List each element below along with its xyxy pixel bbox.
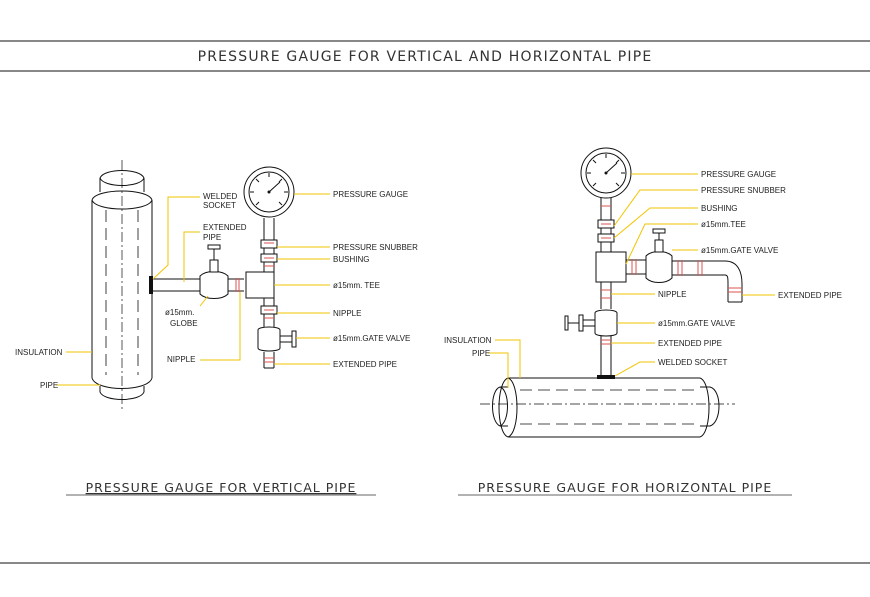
horizontal-insulation <box>498 377 710 438</box>
label-extended-pipe: EXTENDED PIPE <box>333 360 397 369</box>
horizontal-pressure-gauge <box>580 147 632 199</box>
h-label-extended-pipe: EXTENDED PIPE <box>658 339 722 348</box>
vertical-tee <box>245 271 275 299</box>
h-label-pipe: PIPE <box>472 349 490 358</box>
h-label-extended-pipe-right: EXTENDED PIPE <box>778 291 842 300</box>
horizontal-pipe-detail: PRESSURE GAUGE PRESSURE SNUBBER BUSHING … <box>444 147 842 496</box>
horizontal-lower-stem <box>600 335 612 375</box>
horizontal-tee <box>595 251 627 283</box>
horizontal-branch <box>626 228 743 303</box>
horizontal-inner-pipe <box>492 386 720 427</box>
vertical-pressure-gauge <box>243 166 295 218</box>
h-label-insulation: INSULATION <box>444 336 492 345</box>
label-pressure-snubber: PRESSURE SNUBBER <box>333 243 418 252</box>
horizontal-welded-socket <box>597 375 615 379</box>
label-extended-pipe-line2: PIPE <box>203 233 221 242</box>
h-label-pressure-gauge: PRESSURE GAUGE <box>701 170 776 179</box>
label-globe-line1: ø15mm. <box>165 308 194 317</box>
label-pipe: PIPE <box>40 381 58 390</box>
label-pressure-gauge: PRESSURE GAUGE <box>333 190 408 199</box>
horizontal-leaders <box>488 173 775 388</box>
vertical-lower-assembly <box>257 298 297 369</box>
horizontal-caption: PRESSURE GAUGE FOR HORIZONTAL PIPE <box>478 480 773 495</box>
vertical-caption: PRESSURE GAUGE FOR VERTICAL PIPE <box>86 480 357 495</box>
h-label-bushing: BUSHING <box>701 204 737 213</box>
label-globe-line2: GLOBE <box>170 319 198 328</box>
h-label-gate-valve-top: ø15mm.GATE VALVE <box>701 246 778 255</box>
label-nipple-left: NIPPLE <box>167 355 195 364</box>
h-label-welded-socket: WELDED SOCKET <box>658 358 727 367</box>
vertical-leaders-right <box>274 193 330 365</box>
horizontal-lower-gate-valve <box>564 309 618 337</box>
vertical-pipe-detail: WELDED SOCKET EXTENDED PIPE ø15mm. GLOBE… <box>15 160 418 496</box>
label-gate-valve: ø15mm.GATE VALVE <box>333 334 410 343</box>
horizontal-nipple <box>600 282 612 309</box>
label-insulation: INSULATION <box>15 348 63 357</box>
vertical-leaders-left <box>56 196 241 386</box>
label-bushing: BUSHING <box>333 255 369 264</box>
vertical-gauge-stem <box>260 218 278 272</box>
label-extended-pipe-line1: EXTENDED <box>203 223 247 232</box>
label-welded-socket-line1: WELDED <box>203 192 237 201</box>
horizontal-gauge-stem <box>597 196 615 252</box>
vertical-globe-valve <box>199 244 244 299</box>
vertical-extended-pipe <box>153 278 200 292</box>
h-label-pressure-snubber: PRESSURE SNUBBER <box>701 186 786 195</box>
label-nipple-right: NIPPLE <box>333 309 361 318</box>
h-label-tee: ø15mm.TEE <box>701 220 746 229</box>
h-label-nipple: NIPPLE <box>658 290 686 299</box>
sheet-title: PRESSURE GAUGE FOR VERTICAL AND HORIZONT… <box>198 49 653 65</box>
label-welded-socket-line2: SOCKET <box>203 201 236 210</box>
label-tee: ø15mm. TEE <box>333 281 380 290</box>
vertical-inner-pipe <box>99 170 145 400</box>
h-label-gate-valve: ø15mm.GATE VALVE <box>658 319 735 328</box>
vertical-welded-socket <box>149 276 153 294</box>
